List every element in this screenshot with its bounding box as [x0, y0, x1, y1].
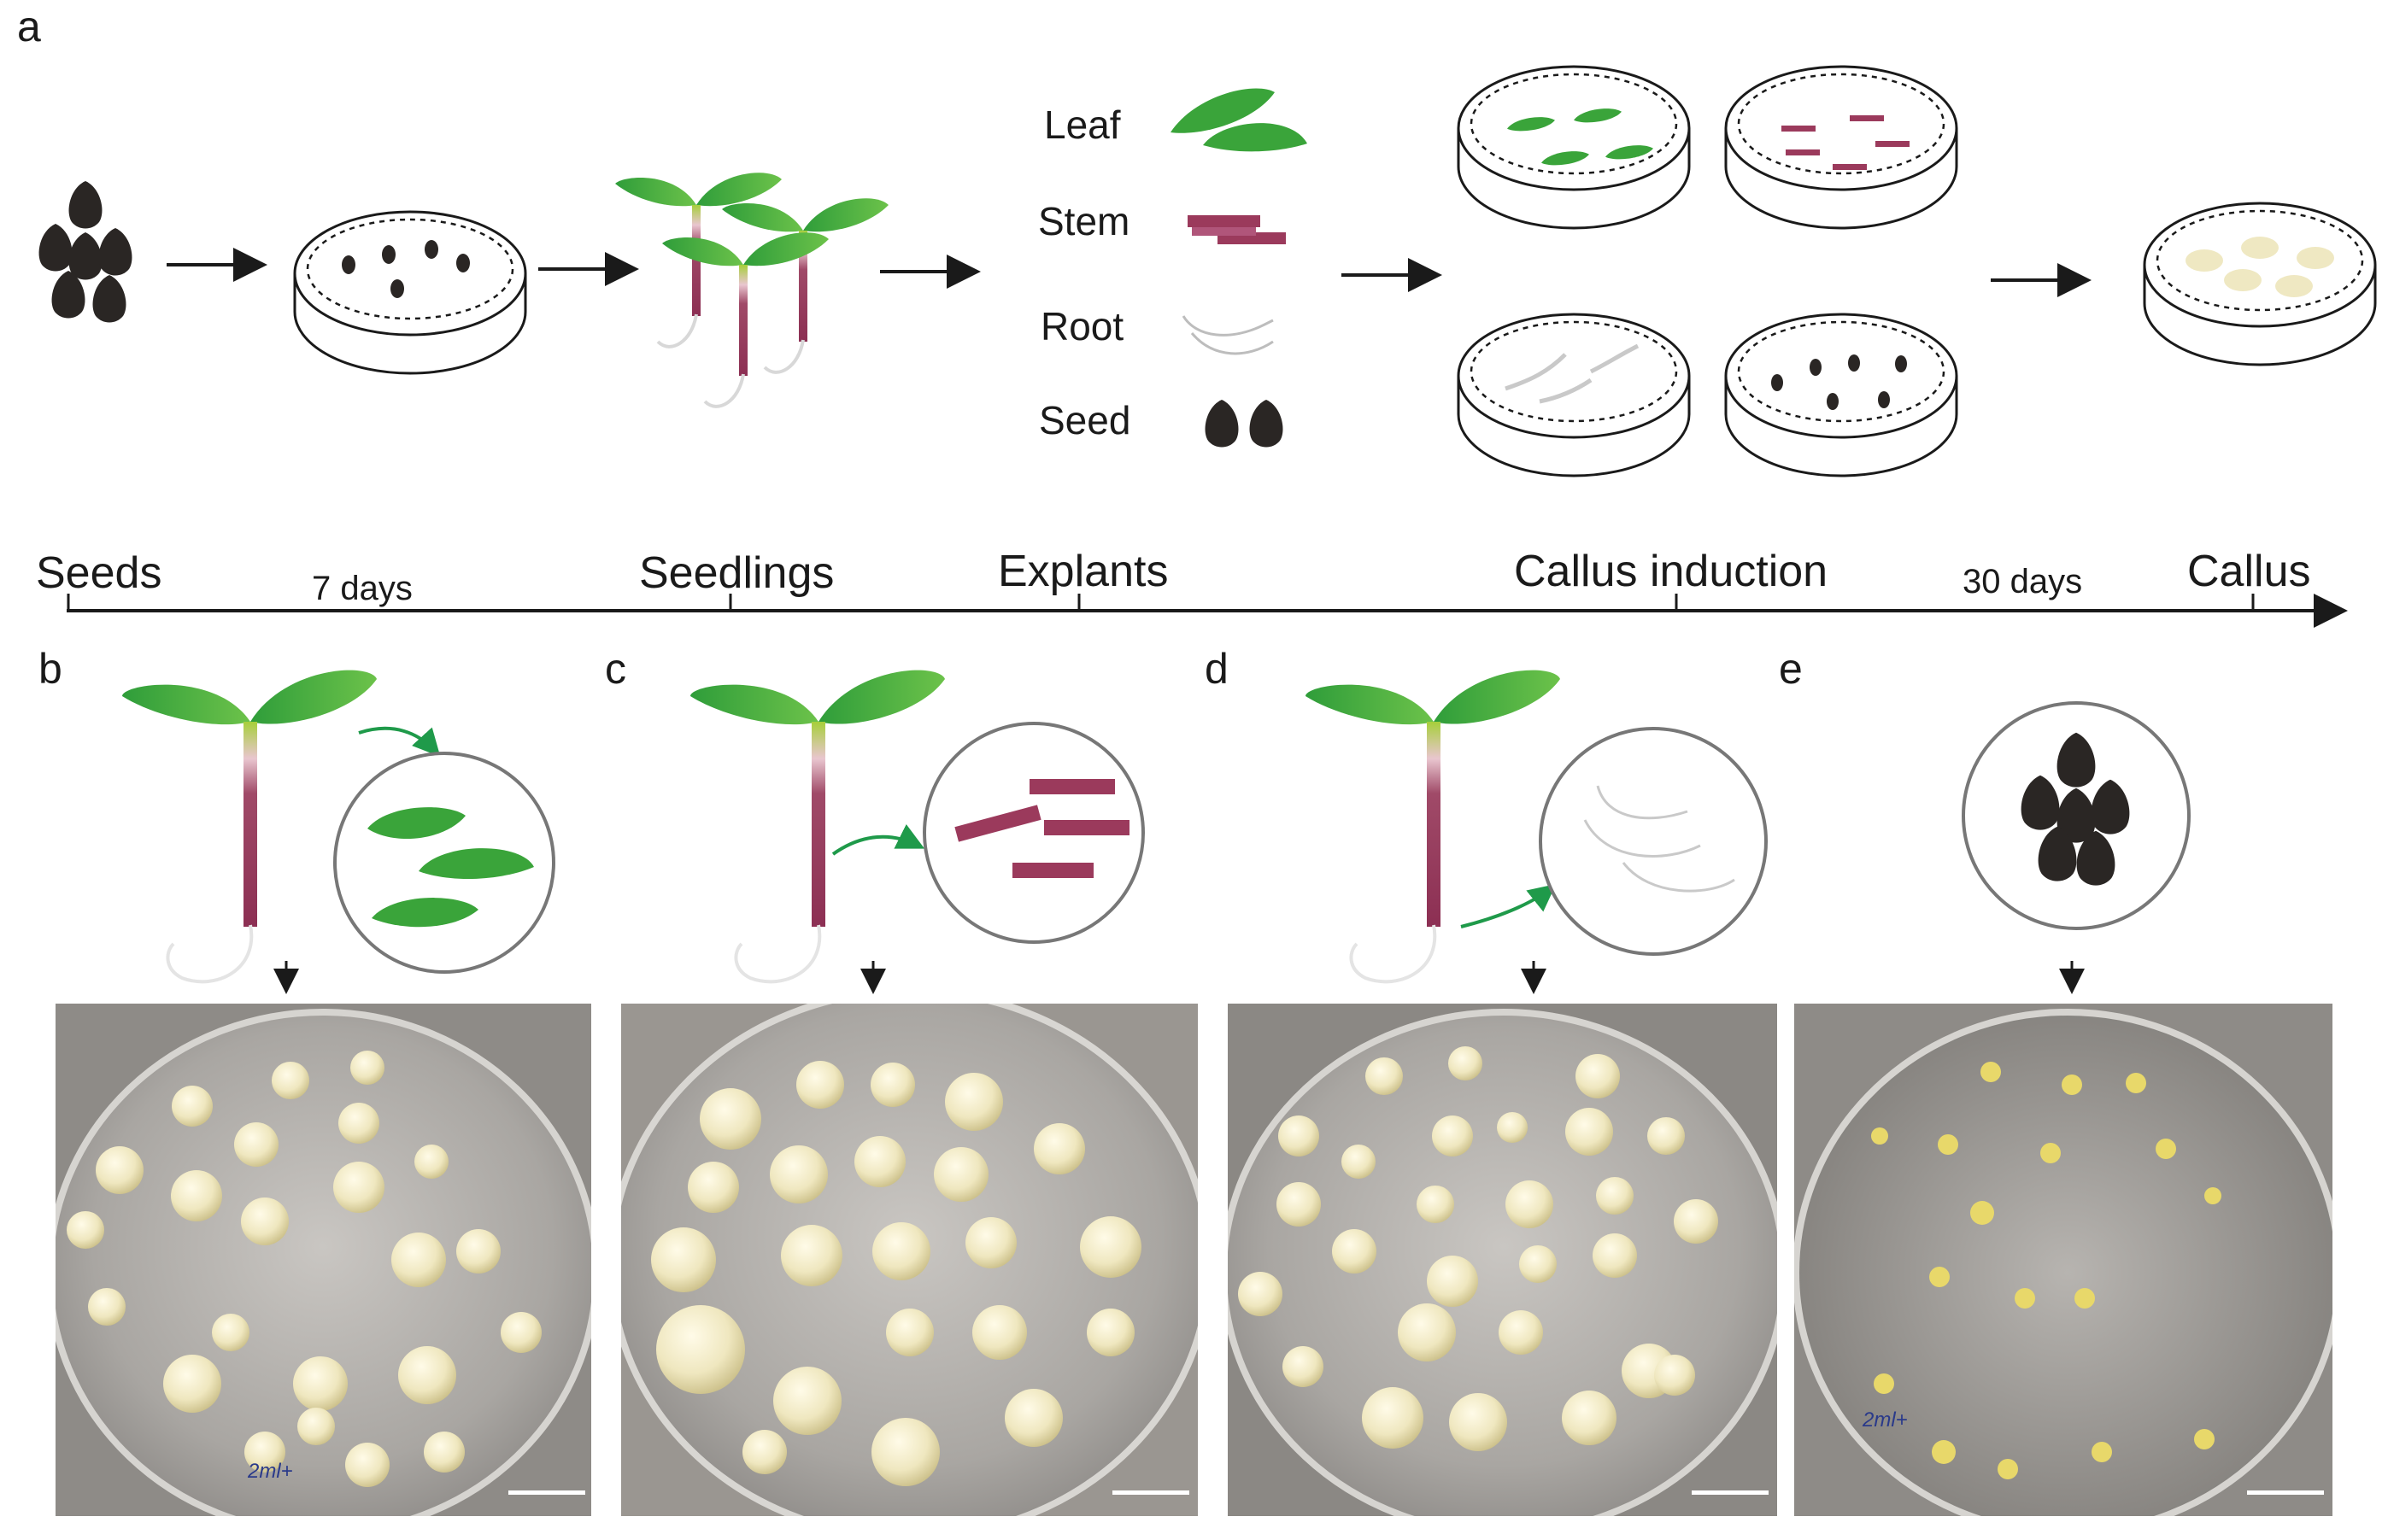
- stem-zoom-circle-icon: [923, 722, 1145, 944]
- seedling-d-icon: [1304, 668, 1562, 984]
- stem-icon: [1188, 215, 1286, 244]
- explant-label-stem: Stem: [1038, 199, 1129, 243]
- callus-clusters-d: [1238, 1046, 1718, 1451]
- petri-dish-seeds-icon: [293, 210, 527, 375]
- explant-label-seed: Seed: [1039, 398, 1130, 442]
- scale-bar-b: [508, 1490, 585, 1495]
- callus-clusters-b: [67, 1051, 542, 1487]
- seedling-sprouts-e: [1871, 1062, 2221, 1479]
- scale-bar-c: [1112, 1490, 1189, 1495]
- seedlings-icon: [613, 171, 890, 408]
- leaf-icon: [1171, 88, 1307, 152]
- petri-dish-stem-icon: [1724, 65, 1958, 230]
- timeline-label-callus: Callus: [2187, 547, 2311, 596]
- petri-dish-leaf-icon: [1457, 65, 1691, 230]
- callus-photo-leaf: 2ml+: [56, 1004, 591, 1516]
- panel-letter-c: c: [605, 645, 626, 693]
- root-icon: [1182, 315, 1274, 355]
- timeline-label-seedlings: Seedlings: [639, 548, 834, 598]
- leaf-zoom-circle-icon: [333, 752, 555, 974]
- photo-marking-e: 2ml+: [1862, 1408, 1908, 1432]
- timeline: Seeds 7 days Seedlings Explants Callus i…: [36, 547, 2348, 628]
- green-arrow-stem-icon: [831, 823, 925, 856]
- callus-photo-stem: [621, 1004, 1198, 1516]
- explant-label-leaf: Leaf: [1044, 102, 1121, 147]
- petri-dish-callus-icon: [2143, 202, 2377, 366]
- seed-pair-icon: [1205, 400, 1283, 448]
- scale-bar-d: [1692, 1490, 1769, 1495]
- seed-zoom-circle-icon: [1962, 701, 2191, 930]
- petri-dish-seed-icon: [1724, 313, 1958, 477]
- timeline-duration-7-days: 7 days: [312, 570, 413, 607]
- panel-letter-a: a: [17, 3, 41, 50]
- callus-clusters-c: [651, 1061, 1141, 1486]
- panel-letter-e: e: [1779, 645, 1803, 693]
- explant-label-root: Root: [1041, 304, 1124, 348]
- photo-marking-b: 2ml+: [247, 1460, 293, 1483]
- panel-letter-d: d: [1205, 645, 1229, 693]
- root-zoom-circle-icon: [1539, 727, 1768, 956]
- timeline-duration-30-days: 30 days: [1963, 563, 2082, 600]
- seed-cluster-icon: [38, 181, 132, 323]
- callus-photo-root: [1228, 1004, 1777, 1516]
- timeline-label-explants: Explants: [998, 547, 1168, 596]
- timeline-label-seeds: Seeds: [36, 548, 161, 598]
- panel-letter-b: b: [38, 645, 62, 693]
- green-arrow-root-icon: [1460, 884, 1557, 928]
- seedling-b-icon: [120, 668, 378, 984]
- scale-bar-e: [2247, 1490, 2324, 1495]
- green-arrow-leaf-icon: [358, 726, 441, 757]
- timeline-label-callus-induction: Callus induction: [1514, 547, 1828, 596]
- petri-dish-root-icon: [1457, 313, 1691, 477]
- seedling-c-icon: [689, 668, 947, 984]
- callus-photo-seed: 2ml+: [1794, 1004, 2332, 1516]
